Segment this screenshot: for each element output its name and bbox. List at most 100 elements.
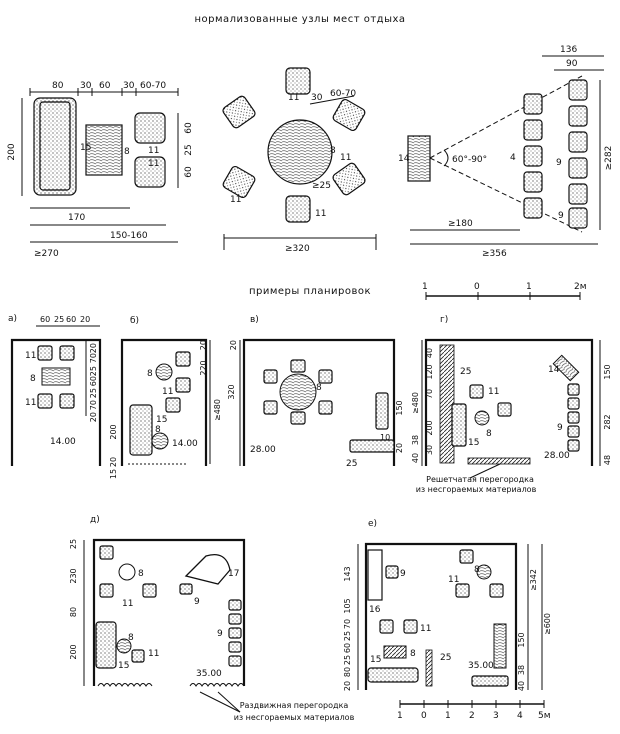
node1-label-11a: 11 bbox=[148, 146, 159, 156]
chair-bottom bbox=[285, 195, 311, 223]
n1-dim-170: 170 bbox=[68, 213, 85, 223]
tv-14 bbox=[407, 135, 431, 182]
n1-dim-270: ≥270 bbox=[34, 249, 59, 259]
scale-top-1b: 1 bbox=[526, 282, 532, 292]
node1-label-8: 8 bbox=[124, 147, 130, 157]
pa-dim-s25b: 25 bbox=[89, 388, 98, 398]
n1-dim-r25: 25 bbox=[184, 144, 194, 155]
pe-dl-20: 20 bbox=[343, 681, 352, 691]
scale-top-0: 0 bbox=[474, 282, 480, 292]
section-title: примеры планировок bbox=[249, 286, 371, 297]
seat-col2-1 bbox=[568, 79, 588, 101]
pa-dim-s20b: 20 bbox=[89, 412, 98, 422]
plan-g-label: г) bbox=[440, 315, 448, 325]
pa-dim-s60: 60 bbox=[89, 376, 98, 386]
pa-dim-25: 25 bbox=[54, 315, 64, 324]
pe-dr-40: 40 bbox=[517, 681, 526, 691]
pg-dl-200: 200 bbox=[425, 420, 434, 435]
pg-dr-48: 48 bbox=[603, 455, 612, 465]
pb-area: 14.00 bbox=[172, 439, 198, 449]
chair-bottom-right bbox=[332, 162, 366, 196]
seat-col2-5 bbox=[568, 183, 588, 205]
plan-v: в) 8 10 28.00 25 20 320 150 20 bbox=[227, 315, 404, 469]
pg-dl-40b: 40 bbox=[411, 453, 420, 463]
scale-b-4: 4 bbox=[517, 711, 523, 721]
n3-label-14: 14 bbox=[398, 154, 410, 164]
pd-label-11a: 11 bbox=[122, 599, 133, 609]
n3-dim-180: ≥180 bbox=[448, 219, 473, 229]
pg-note-line2: из несгораемых материалов bbox=[416, 485, 537, 494]
node-tv-group: 60°-90° 14 4 9 9 136 90 ≥282 ≥180 ≥356 bbox=[398, 45, 614, 259]
n1-dim-200: 200 bbox=[7, 143, 17, 160]
top-title: нормализованные узлы мест отдыха bbox=[194, 14, 405, 25]
node1-label-11b: 11 bbox=[148, 159, 159, 169]
n2-label-11d: 11 bbox=[340, 153, 351, 163]
pd-dim-80: 80 bbox=[69, 607, 78, 617]
pa-dim-60b: 60 bbox=[66, 315, 76, 324]
scale-b-1b: 1 bbox=[445, 711, 451, 721]
pv-label-10: 10 bbox=[380, 433, 390, 442]
armchair-11-top bbox=[134, 112, 166, 144]
pg-dr-282: 282 bbox=[603, 414, 612, 429]
pg-dl-480: ≥480 bbox=[411, 392, 420, 414]
pv-label-25: 25 bbox=[346, 459, 357, 469]
pd-label-11b: 11 bbox=[148, 649, 159, 659]
pe-area: 35.00 bbox=[468, 661, 494, 671]
plan-v-label: в) bbox=[250, 315, 259, 325]
pd-label-8a: 8 bbox=[138, 569, 144, 579]
pg-label-14: 14 bbox=[548, 365, 560, 375]
scale-b-1: 1 bbox=[397, 711, 403, 721]
n1-dim-6070: 60-70 bbox=[140, 81, 166, 91]
pb-dim-20b: 20 bbox=[109, 457, 118, 467]
scale-b-0: 0 bbox=[421, 711, 427, 721]
node1-label-15: 15 bbox=[80, 143, 91, 153]
n3-dim-282: ≥282 bbox=[604, 146, 614, 171]
pg-dl-40: 40 bbox=[425, 348, 434, 358]
pa-dim-s20a: 20 bbox=[89, 343, 98, 353]
sofa-seat bbox=[39, 101, 71, 191]
pa-dim-s70a: 70 bbox=[89, 353, 98, 363]
pe-dr-150: 150 bbox=[517, 632, 526, 647]
scale-bar-top: 1 0 1 2м bbox=[422, 282, 587, 300]
pa-label-11b: 11 bbox=[25, 398, 36, 408]
pe-dr-38: 38 bbox=[517, 665, 526, 675]
pg-note-line1: Решетчатая перегородка bbox=[426, 475, 534, 484]
n1-dim-30b: 30 bbox=[123, 81, 135, 91]
pb-dim-20a: 20 bbox=[199, 340, 208, 350]
seat-col1-2 bbox=[523, 119, 543, 141]
pd-label-9a: 9 bbox=[194, 597, 200, 607]
plan-b: б) 8 11 15 8 14.00 20 220 ≥480 200 20 15 bbox=[109, 316, 222, 479]
plan-d: д) 8 11 17 9 15 8 11 9 35.00 25 230 80 2… bbox=[69, 515, 246, 687]
pa-dim-s25a: 25 bbox=[89, 366, 98, 376]
scale-top-1a: 1 bbox=[422, 282, 428, 292]
seat-col2-3 bbox=[568, 131, 588, 153]
pd-area: 35.00 bbox=[196, 669, 222, 679]
plan-d-label: д) bbox=[90, 515, 100, 525]
pb-label-11: 11 bbox=[162, 387, 173, 397]
n3-angle: 60°-90° bbox=[452, 155, 487, 165]
pd-label-8b: 8 bbox=[128, 633, 134, 643]
pa-label-8: 8 bbox=[30, 374, 36, 384]
pe-dl-143: 143 bbox=[343, 566, 352, 581]
pa-area: 14.00 bbox=[50, 437, 76, 447]
n2-label-11a: 11 bbox=[288, 93, 299, 103]
plan-e-label: е) bbox=[368, 519, 377, 529]
pe-label-15: 15 bbox=[370, 655, 381, 665]
chair-top-right bbox=[332, 98, 366, 132]
pb-dim-15: 15 bbox=[109, 469, 118, 479]
pv-dim-320: 320 bbox=[227, 384, 236, 399]
n3-label-9b: 9 bbox=[558, 211, 564, 221]
n3-dim-90: 90 bbox=[566, 59, 578, 69]
plan-a-label: а) bbox=[8, 314, 17, 324]
pd-label-9b: 9 bbox=[217, 629, 223, 639]
plan-g: г) 25 11 15 8 14 9 28.00 40 120 70 ≥480 … bbox=[411, 315, 612, 494]
n3-dim-356: ≥356 bbox=[482, 249, 507, 259]
pd-dim-230: 230 bbox=[69, 568, 78, 583]
pb-label-15: 15 bbox=[156, 415, 167, 425]
pe-label-8b: 8 bbox=[410, 649, 416, 659]
pe-label-11a: 11 bbox=[448, 575, 459, 585]
pv-dim-20b: 20 bbox=[395, 443, 404, 453]
pv-area: 28.00 bbox=[250, 445, 276, 455]
pb-dim-220: 220 bbox=[199, 360, 208, 375]
pg-dl-30: 30 bbox=[425, 445, 434, 455]
